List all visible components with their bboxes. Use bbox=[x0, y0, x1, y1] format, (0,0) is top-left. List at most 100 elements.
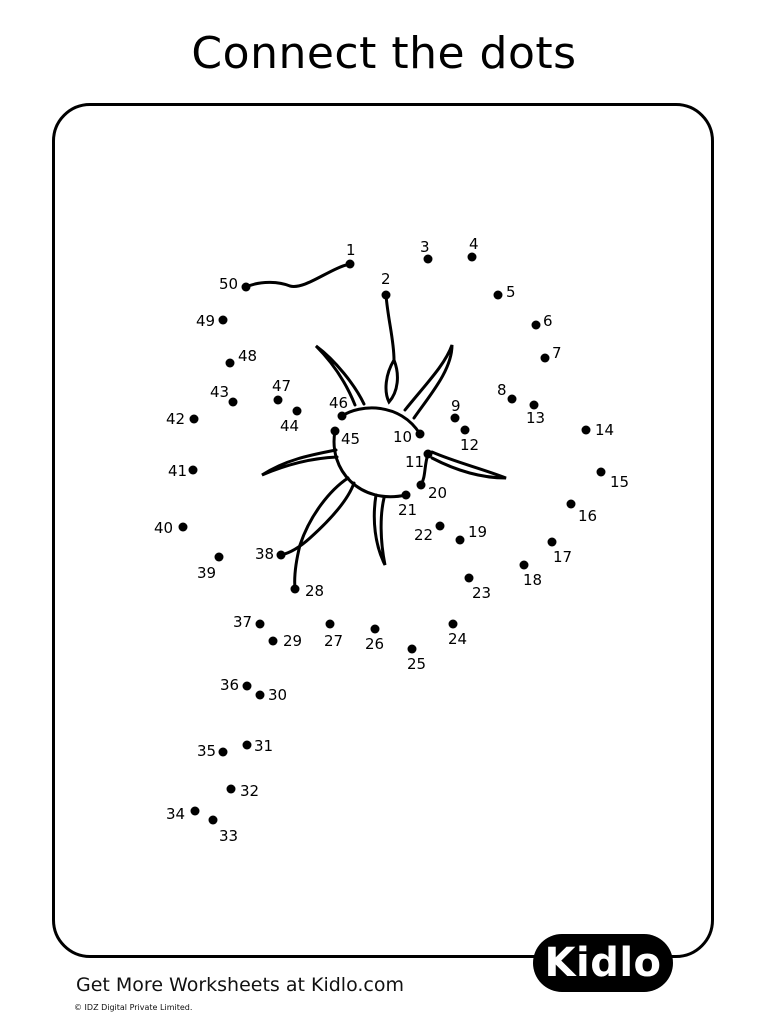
dot-marker bbox=[464, 573, 474, 583]
dot-label: 32 bbox=[240, 782, 259, 800]
dot-marker bbox=[190, 806, 200, 816]
dot-7: 7 bbox=[540, 344, 562, 363]
dot-marker bbox=[228, 397, 238, 407]
dot-marker bbox=[435, 521, 445, 531]
dot-marker bbox=[226, 784, 236, 794]
dot-marker bbox=[370, 624, 380, 634]
dot-label: 44 bbox=[280, 417, 299, 435]
dot-6: 6 bbox=[531, 312, 553, 330]
footer-link[interactable]: Get More Worksheets at Kidlo.com bbox=[76, 974, 404, 996]
dot-27: 27 bbox=[324, 619, 343, 650]
dot-29: 29 bbox=[268, 632, 302, 650]
dot-marker bbox=[273, 395, 283, 405]
line-to-28 bbox=[293, 476, 350, 591]
dot-9: 9 bbox=[450, 397, 461, 423]
dot-label: 34 bbox=[166, 805, 185, 823]
dot-32: 32 bbox=[226, 782, 259, 800]
ray-right bbox=[430, 450, 507, 480]
dot-marker bbox=[519, 560, 529, 570]
dot-marker bbox=[416, 480, 426, 490]
dot-marker bbox=[290, 584, 300, 594]
dot-34: 34 bbox=[166, 805, 200, 823]
dot-label: 50 bbox=[219, 275, 238, 293]
dot-label: 27 bbox=[324, 632, 343, 650]
dot-marker bbox=[507, 394, 517, 404]
dot-marker bbox=[381, 290, 391, 300]
dot-21: 21 bbox=[398, 490, 417, 519]
dot-marker bbox=[178, 522, 188, 532]
dot-marker bbox=[189, 414, 199, 424]
dot-26: 26 bbox=[365, 624, 384, 653]
dot-label: 16 bbox=[578, 507, 597, 525]
dot-42: 42 bbox=[166, 410, 199, 428]
dot-20: 20 bbox=[416, 480, 447, 502]
dot-46: 46 bbox=[329, 394, 348, 421]
line-2-flame bbox=[384, 293, 396, 362]
dot-label: 20 bbox=[428, 484, 447, 502]
dot-label: 26 bbox=[365, 635, 384, 653]
dot-label: 38 bbox=[255, 545, 274, 563]
dot-marker bbox=[208, 815, 218, 825]
ray-top-left bbox=[314, 344, 366, 407]
dot-label: 3 bbox=[420, 238, 430, 256]
dot-10: 10 bbox=[393, 428, 425, 446]
dot-marker bbox=[460, 425, 470, 435]
dot-label: 13 bbox=[526, 409, 545, 427]
flame-petal bbox=[384, 358, 399, 405]
dot-label: 7 bbox=[552, 344, 562, 362]
dot-marker bbox=[242, 681, 252, 691]
dot-marker bbox=[276, 550, 286, 560]
arc-45-21 bbox=[332, 429, 408, 499]
dot-label: 14 bbox=[595, 421, 614, 439]
dot-label: 25 bbox=[407, 655, 426, 673]
dot-label: 39 bbox=[197, 564, 216, 582]
dot-marker bbox=[337, 411, 347, 421]
dot-30: 30 bbox=[255, 686, 287, 704]
dot-label: 18 bbox=[523, 571, 542, 589]
dot-47: 47 bbox=[272, 377, 291, 405]
dot-label: 5 bbox=[506, 283, 516, 301]
copyright-text: © IDZ Digital Private Limited. bbox=[74, 1003, 193, 1012]
dot-marker bbox=[423, 449, 433, 459]
dot-label: 9 bbox=[451, 397, 461, 415]
dot-label: 28 bbox=[305, 582, 324, 600]
dot-label: 23 bbox=[472, 584, 491, 602]
dot-label: 35 bbox=[197, 742, 216, 760]
dot-label: 10 bbox=[393, 428, 412, 446]
dot-label: 12 bbox=[460, 436, 479, 454]
dot-25: 25 bbox=[407, 644, 426, 673]
dot-marker bbox=[401, 490, 411, 500]
dot-marker bbox=[345, 259, 355, 269]
dot-marker bbox=[241, 282, 251, 292]
dot-2: 2 bbox=[381, 270, 391, 300]
dot-22: 22 bbox=[414, 521, 445, 544]
dot-label: 21 bbox=[398, 501, 417, 519]
kidlo-logo[interactable]: Kidlo bbox=[533, 934, 673, 992]
dot-marker bbox=[255, 619, 265, 629]
dot-11: 11 bbox=[405, 449, 433, 471]
dot-label: 40 bbox=[154, 519, 173, 537]
dot-3: 3 bbox=[420, 238, 433, 264]
dot-40: 40 bbox=[154, 519, 188, 537]
dot-marker bbox=[566, 499, 576, 509]
ray-bottom bbox=[372, 493, 387, 566]
dot-marker bbox=[325, 619, 335, 629]
dot-marker bbox=[268, 636, 278, 646]
dot-label: 45 bbox=[341, 430, 360, 448]
dot-50: 50 bbox=[219, 275, 251, 293]
dot-label: 22 bbox=[414, 526, 433, 544]
dot-37: 37 bbox=[233, 613, 265, 631]
dot-marker bbox=[493, 290, 503, 300]
dot-marker bbox=[292, 406, 302, 416]
dot-43: 43 bbox=[210, 383, 238, 407]
dot-35: 35 bbox=[197, 742, 228, 760]
dot-13: 13 bbox=[526, 400, 545, 427]
dot-38: 38 bbox=[255, 545, 286, 563]
dot-label: 41 bbox=[168, 462, 187, 480]
dot-marker bbox=[415, 429, 425, 439]
dot-45: 45 bbox=[330, 426, 360, 448]
dot-marker bbox=[531, 320, 541, 330]
dot-31: 31 bbox=[242, 737, 273, 755]
dot-label: 46 bbox=[329, 394, 348, 412]
dot-label: 17 bbox=[553, 548, 572, 566]
